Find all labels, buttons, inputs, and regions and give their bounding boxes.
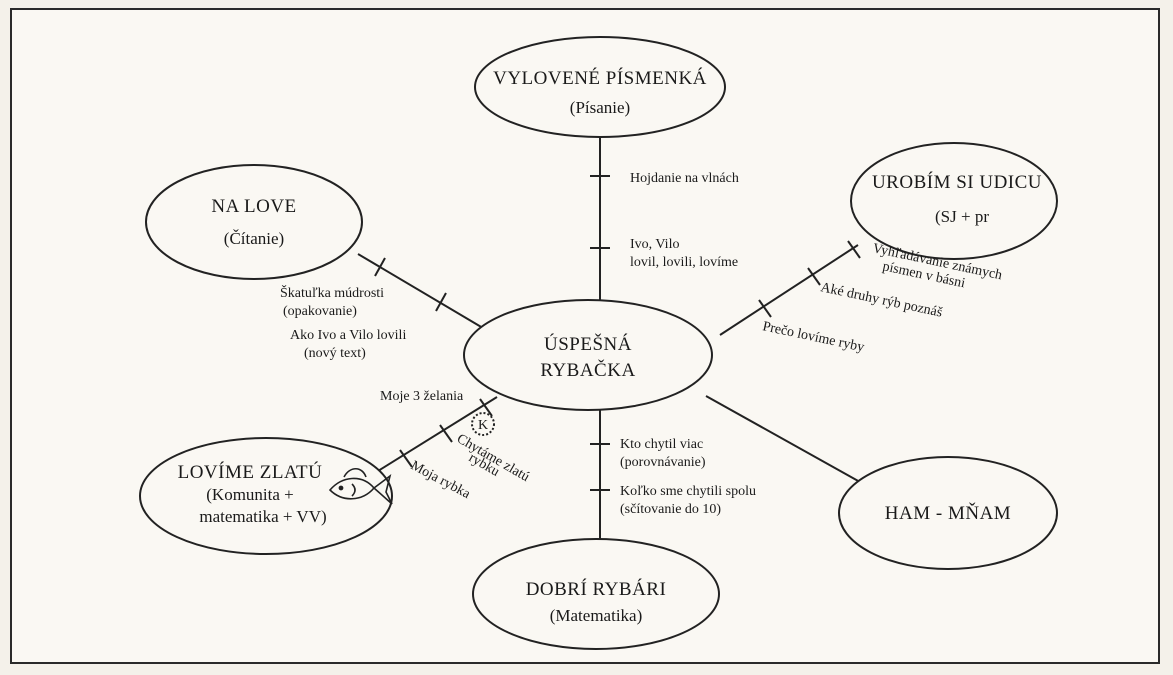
fish-icon [328,467,393,505]
node-lower-right [838,456,1058,570]
label-ll-3: Moja rybka [408,458,473,502]
lower-left-title: LOVÍME ZLATÚ [178,461,323,483]
center-line2: RYBAČKA [540,359,635,381]
center-line1: ÚSPEŠNÁ [544,333,632,355]
node-upper-left [145,164,363,280]
label-ul-2a: Ako Ivo a Vilo lovili [290,328,406,343]
label-ul-1a: Škatuľka múdrosti [280,284,384,301]
lower-left-line2: (Komunita + [206,485,294,504]
line-upper-right [719,244,859,336]
upper-right-subtitle: (SJ + pr [935,207,989,226]
k-marker [471,412,495,436]
top-title: VYLOVENÉ PÍSMENKÁ [493,67,707,89]
label-ur-3: Prečo lovíme ryby [761,319,865,355]
label-top-2b: lovil, lovili, lovíme [630,255,738,270]
node-lower-left [139,437,393,555]
lower-left-line3: matematika + VV) [199,507,326,526]
lower-right-title: HAM - MŇAM [885,502,1011,524]
upper-left-title: NA LOVE [211,196,296,217]
bottom-title: DOBRÍ RYBÁRI [526,578,667,600]
label-b-1a: Kto chytil viac [620,437,703,452]
top-subtitle: (Písanie) [570,98,630,117]
upper-left-subtitle: (Čítanie) [224,229,284,248]
line-lower-right [705,395,861,483]
label-ur-2: Aké druhy rýb poznáš [819,280,944,321]
bottom-subtitle: (Matematika) [550,606,643,625]
label-top-1: Hojdanie na vlnách [630,171,739,186]
label-b-2a: Koľko sme chytili spolu [620,484,756,499]
node-bottom [472,538,720,650]
node-center [463,299,713,411]
line-lower-left [377,396,498,472]
label-ul-1b: (opakovanie) [283,304,357,319]
upper-right-title: UROBÍM SI UDICU [872,171,1042,193]
node-top [474,36,726,138]
label-ll-1: Moje 3 želania [380,389,464,404]
node-upper-right [850,142,1058,260]
label-b-2b: (sčítovanie do 10) [620,502,721,517]
label-ul-2b: (nový text) [304,346,366,361]
k-mark-label: K [478,418,488,433]
label-b-1b: (porovnávanie) [620,455,706,470]
label-top-2a: Ivo, Vilo [630,237,679,252]
